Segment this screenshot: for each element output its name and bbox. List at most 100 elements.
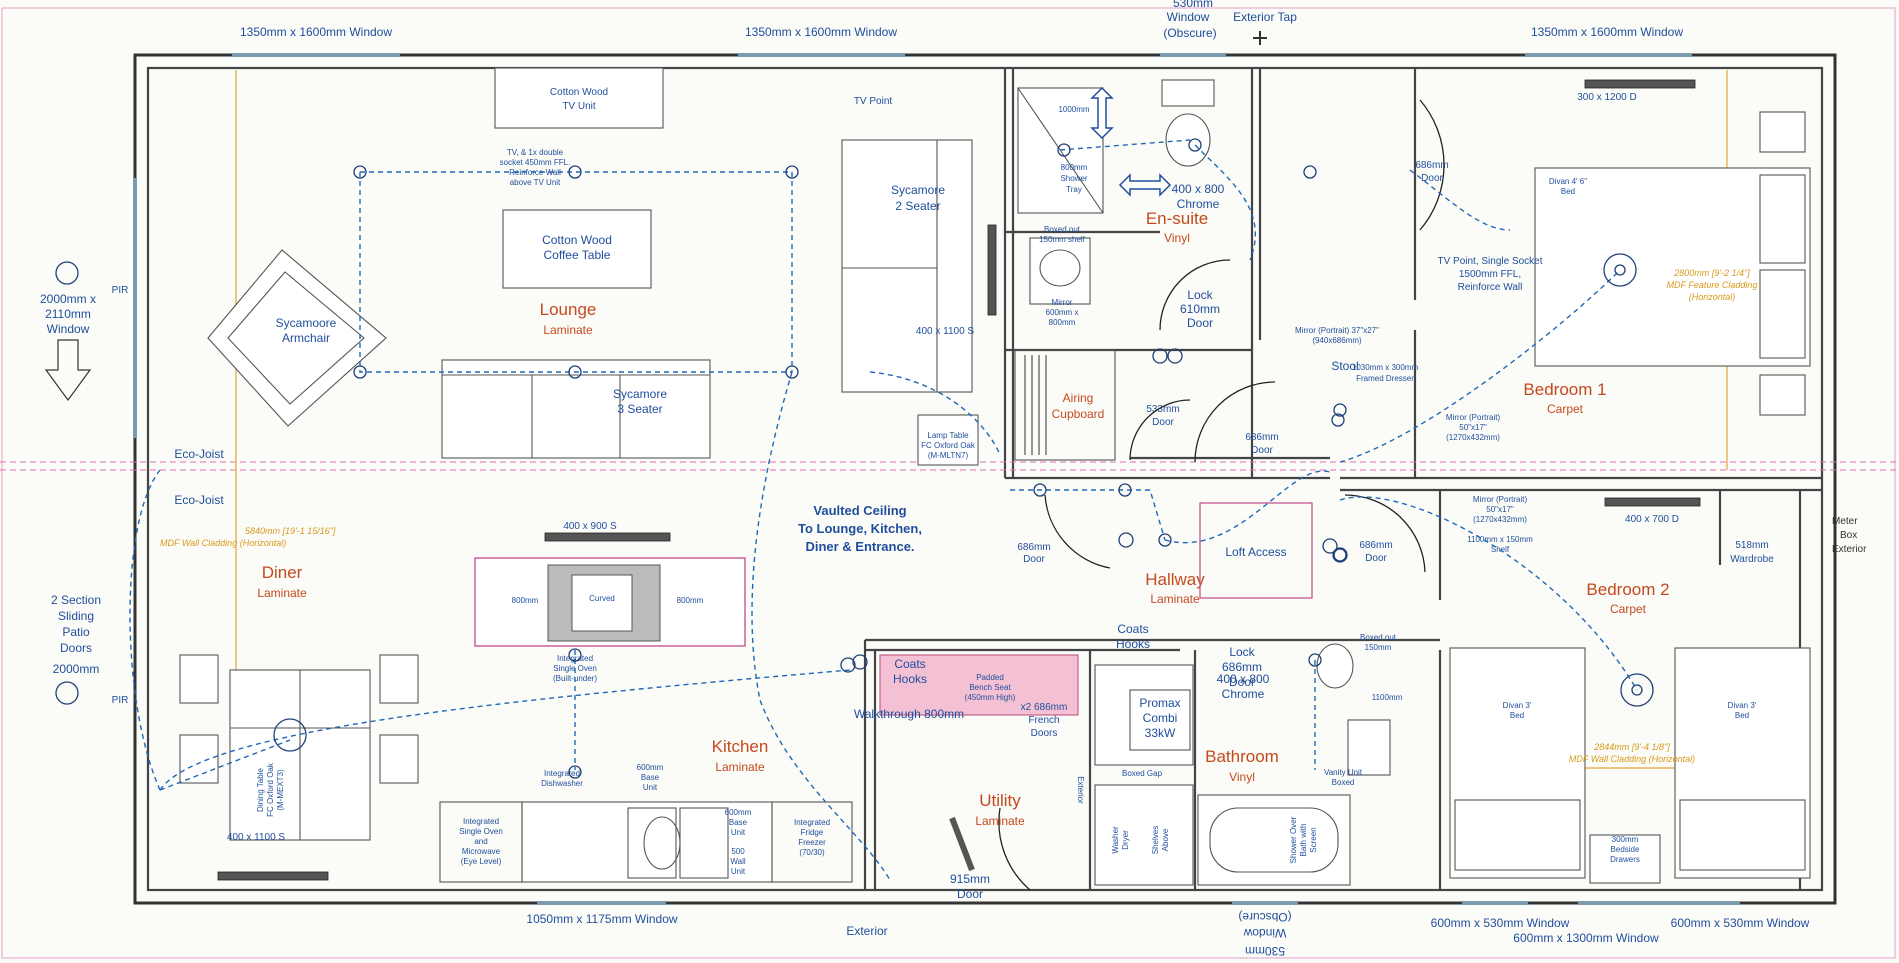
dresser-label-b: Framed Dresser: [1356, 374, 1414, 383]
eye-oven-label-e: (Eye Level): [461, 857, 502, 866]
lock-686-label-b: 686mm: [1222, 660, 1262, 674]
divan-46-label: Divan 4' 6": [1549, 177, 1587, 186]
rad-bath-label: 400 x 800: [1217, 672, 1270, 686]
fridge-label-c: Freezer: [798, 838, 826, 847]
room-hallway: Hallway: [1145, 570, 1205, 589]
rad-lounge-label: 400 x 1100 S: [916, 326, 975, 337]
door-686-hall-b: Door: [1251, 445, 1273, 456]
window-label-top-1: 1350mm x 1600mm Window: [240, 25, 392, 39]
vaulted-note-c: Diner & Entrance.: [805, 539, 914, 554]
exterior-tap-icon: [1253, 31, 1267, 45]
fridge-label-b: Fridge: [801, 828, 824, 837]
bench-label-b: Bench Seat: [969, 683, 1011, 692]
base-label-b: Base: [641, 773, 660, 782]
room-hallway-floor: Laminate: [1150, 592, 1200, 606]
diner-cladding: 5840mm [19'-1 15/16"]: [245, 526, 336, 536]
dining-table: [179, 654, 419, 841]
base-label-c: Unit: [643, 783, 658, 792]
shower-over-label-c: Screen: [1309, 827, 1318, 852]
window-label-kitchen: 1050mm x 1175mm Window: [526, 912, 678, 926]
eye-oven-label-d: Microwave: [462, 847, 501, 856]
pir-label-2: PIR: [112, 695, 129, 706]
dish-label: Integrated: [544, 769, 580, 778]
bedside-label-c: Drawers: [1610, 855, 1640, 864]
bath-boxout-label: Boxed out: [1360, 633, 1397, 642]
loft-label: Loft Access: [1225, 545, 1286, 559]
vaulted-note: Vaulted Ceiling: [813, 503, 906, 518]
bed-double: [1534, 111, 1811, 416]
room-diner: Diner: [262, 563, 303, 582]
b1-cladding-c: (Horizontal): [1689, 292, 1736, 302]
coffee-label-b: Coffee Table: [544, 248, 611, 262]
north-arrow-icon: [44, 339, 92, 402]
door-swing-icon: [949, 816, 975, 872]
mirror-b1c: Mirror (Portrait): [1446, 413, 1501, 422]
seater3-label-b: 3 Seater: [617, 402, 662, 416]
dining-label-b: FC Oxford Oak: [266, 762, 275, 817]
eye-oven-label-c: and: [474, 837, 487, 846]
pir-label: PIR: [112, 285, 129, 296]
left-window-label-b: 2110mm: [45, 307, 91, 321]
meter-label: Meter: [1832, 516, 1858, 527]
vanity-label: Vanity Unit: [1324, 768, 1363, 777]
radiator-icon: [987, 224, 997, 316]
eco-joist-1: Eco-Joist: [174, 447, 224, 461]
b1-cladding-b: MDF Feature Cladding: [1667, 280, 1758, 290]
door-686-right: 686mm: [1359, 540, 1392, 551]
armchair: [207, 249, 387, 427]
mirror-b1c-c: (1270x432mm): [1446, 433, 1500, 442]
divan-46-label-b: Bed: [1561, 187, 1575, 196]
radiator-icon: [1584, 79, 1696, 89]
coffee-table: [502, 209, 652, 289]
rad-ensuite-b: Chrome: [1177, 197, 1220, 211]
mirror-ensuite: Mirror: [1052, 298, 1073, 307]
stool-label: Stool: [1331, 359, 1358, 373]
divan-3b-label-b: Bed: [1735, 711, 1749, 720]
rad-diner-label: 400 x 1100 S: [227, 832, 286, 843]
rad-kitchen-label: 400 x 900 S: [563, 521, 617, 532]
hob-label: 800mm: [512, 596, 539, 605]
room-airing: Airing: [1063, 391, 1094, 405]
coats-hooks-1-b: Hooks: [893, 672, 927, 686]
room-bedroom1-floor: Carpet: [1547, 402, 1584, 416]
double-arrow-icon: [1090, 86, 1172, 197]
vaulted-note-b: To Lounge, Kitchen,: [798, 521, 922, 536]
window-icon: [133, 53, 1740, 905]
room-kitchen: Kitchen: [712, 737, 769, 756]
wall500-label-c: Unit: [731, 867, 746, 876]
french-door-label: x2 686mm: [1021, 702, 1068, 713]
room-ensuite-floor: Vinyl: [1164, 231, 1190, 245]
shelves-label-b: Above: [1161, 828, 1170, 851]
window-label-ensuite: 530mm: [1173, 0, 1213, 10]
eye-oven-label: Integrated: [463, 817, 499, 826]
combi-label-c: 33kW: [1145, 726, 1176, 740]
left-window-label-c: Window: [47, 322, 90, 336]
door-swing-icon: [1159, 259, 1231, 331]
b2-cladding: 2844mm [9'-4 1/8"]: [1593, 742, 1670, 752]
b1-cladding: 2800mm [9'-2 1/4"]: [1673, 268, 1750, 278]
door-686-left-b: Door: [1023, 554, 1045, 565]
seater3-label: Sycamore: [613, 387, 667, 401]
sofa-3-seater: [441, 359, 711, 459]
dish-label-b: Dishwasher: [541, 779, 583, 788]
bench-label-c: (450mm High): [965, 693, 1016, 702]
shower-over-label-b: Bath with: [1299, 824, 1308, 857]
mirror-b1-b: (940x686mm): [1312, 336, 1362, 345]
lock-610-label-b: 610mm: [1180, 302, 1220, 316]
door-533-label: 533mm: [1146, 404, 1179, 415]
tv-b1-label-b: 1500mm FFL,: [1459, 269, 1521, 280]
window-label-bed2-left: 600mm x 530mm Window: [1431, 916, 1570, 930]
door-swing-icon: [1044, 494, 1111, 569]
mirror-b2-b: 50"x17": [1486, 505, 1514, 514]
shelves-label: Shelves: [1151, 826, 1160, 854]
coats-hooks-2-b: Hooks: [1116, 637, 1150, 651]
ensuite-boxout: Boxed out: [1044, 225, 1081, 234]
window-label-ensuite-b: Window: [1167, 10, 1210, 24]
mirror-b1: Mirror (Portrait) 37"x27": [1295, 326, 1379, 335]
sofa-2-seater: [841, 139, 973, 393]
bedside-label-b: Bedside: [1611, 845, 1640, 854]
kitchen-units: [439, 801, 853, 883]
door-swing-icon: [998, 807, 1031, 891]
door-686-b1-b: Door: [1421, 173, 1443, 184]
light-fitting-icon: [55, 138, 1654, 779]
